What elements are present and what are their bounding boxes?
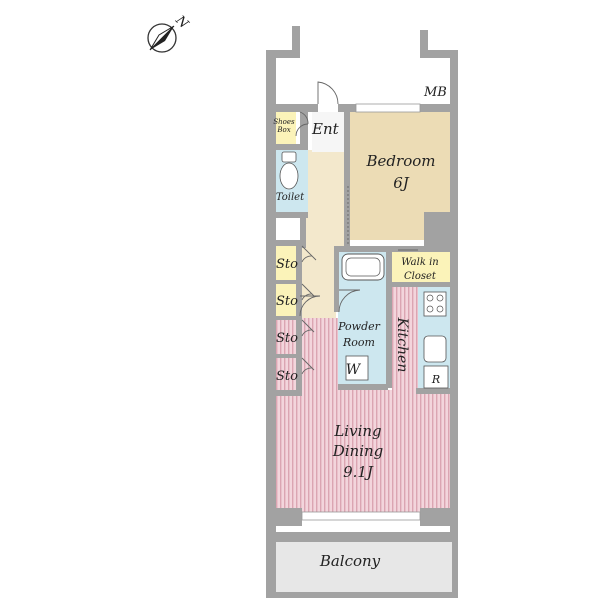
- bedroom-label: Bedroom: [366, 152, 436, 170]
- refrigerator-label: R: [431, 373, 440, 386]
- shoes-box-label-line1: Shoes: [273, 118, 295, 126]
- kitchen-floor: [392, 286, 418, 390]
- mb-label: MB: [423, 85, 447, 100]
- living-dining-size-label: 9.1J: [343, 463, 374, 481]
- bathtub-icon: [341, 253, 385, 281]
- balcony-window: [301, 511, 421, 521]
- storage-label-3: Sto: [276, 331, 298, 346]
- shoes-box-label-line2: Box: [276, 126, 290, 134]
- storage-door-icon: [301, 245, 317, 263]
- living-dining-label-line2: Dining: [332, 442, 384, 460]
- entrance-floor: [312, 112, 348, 152]
- stove-icon: [423, 291, 447, 317]
- living-floor: [276, 390, 450, 514]
- walls: [266, 26, 458, 598]
- toilet-bowl-icon: [279, 162, 299, 190]
- refrigerator-icon: [423, 365, 449, 389]
- toilet-tank-icon: [281, 151, 297, 163]
- toilet-label: Toilet: [276, 192, 305, 203]
- bedroom-window: [355, 103, 421, 113]
- walk-in-closet-label-line1: Walk in: [401, 257, 438, 268]
- storage-label-1: Sto: [276, 257, 298, 272]
- washer-label: W: [346, 362, 362, 378]
- washer-icon: [345, 355, 369, 381]
- powder-room-door-icon: [338, 289, 361, 313]
- living-dining-label-line1: Living: [333, 422, 381, 440]
- sink-icon: [423, 335, 447, 363]
- walk-in-closet-floor: [392, 250, 450, 286]
- balcony-floor: [276, 542, 452, 592]
- entrance-door-icon: [317, 81, 339, 105]
- storage-label-2: Sto: [276, 294, 298, 309]
- doors: [295, 81, 418, 375]
- compass: N: [147, 12, 192, 53]
- north-label: N: [172, 12, 192, 32]
- entrance-label: Ent: [311, 120, 340, 138]
- powder-room-label-line2: Room: [342, 336, 375, 349]
- kitchen-label: Kitchen: [394, 317, 410, 373]
- walk-in-closet-label-line2: Closet: [404, 271, 437, 282]
- powder-room-label-line1: Powder: [337, 320, 381, 333]
- storage-label-4: Sto: [276, 369, 298, 384]
- fixtures: [279, 151, 449, 389]
- bedroom-size-label: 6J: [393, 174, 410, 192]
- balcony-label: Balcony: [319, 552, 381, 570]
